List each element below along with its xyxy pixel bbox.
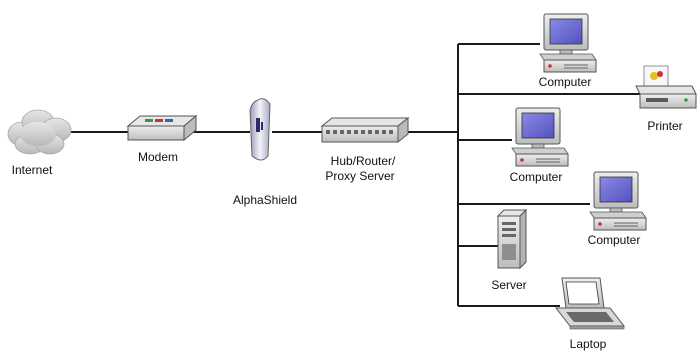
- laptop-icon: [554, 277, 626, 330]
- computer-3-icon: [589, 171, 647, 231]
- computer-3-label: Computer: [587, 233, 641, 247]
- computer-2-icon: [511, 107, 569, 167]
- printer-icon: [635, 65, 697, 109]
- hub-router-label-line1: Hub/Router/: [330, 154, 396, 168]
- hub-router-icon: [320, 116, 410, 144]
- alphashield-icon: [249, 98, 271, 161]
- printer-label: Printer: [647, 119, 683, 133]
- modem-label: Modem: [137, 150, 179, 164]
- alphashield-label: AlphaShield: [232, 193, 298, 207]
- computer-1-icon: [539, 13, 597, 73]
- server-label: Server: [491, 278, 527, 292]
- computer-1-label: Computer: [538, 75, 592, 89]
- computer-2-label: Computer: [509, 170, 563, 184]
- hub-router-label-line2: Proxy Server: [325, 169, 395, 183]
- laptop-label: Laptop: [569, 337, 607, 351]
- server-icon: [496, 208, 528, 270]
- internet-label: Internet: [11, 163, 53, 177]
- connection-lines: [70, 43, 640, 307]
- modem-icon: [126, 114, 198, 142]
- internet-cloud-icon: [7, 109, 72, 155]
